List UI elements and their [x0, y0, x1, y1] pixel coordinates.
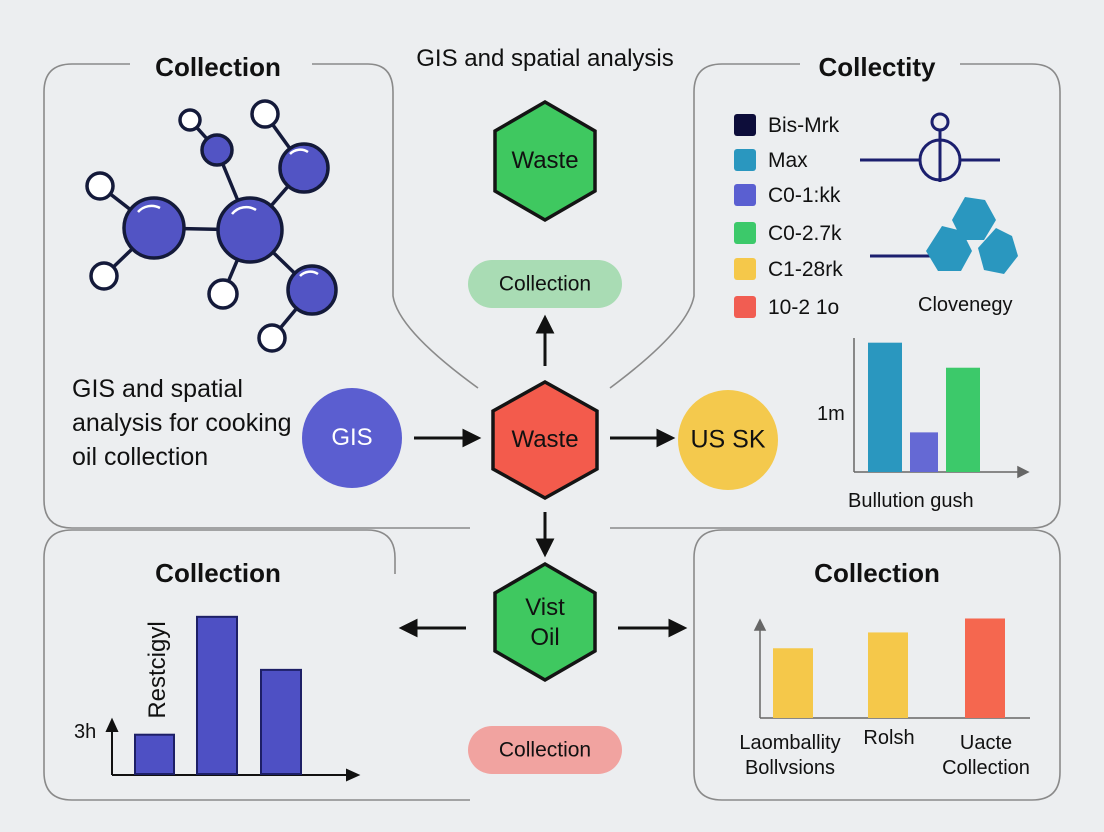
arrow-gis-to-waste-head [462, 428, 482, 448]
hexagon-waste-top [493, 99, 597, 223]
panel-title-bottom-left: Collection [145, 560, 291, 586]
cluster-icon [870, 197, 1018, 274]
arrow-waste-to-us-sk-head [656, 428, 676, 448]
chart3-x-tick: Laomballity Bollvsions [739, 732, 841, 779]
chart3-x-tick: Uacte Collection [942, 732, 1030, 779]
target-icon [860, 112, 1000, 182]
chart1-bar [868, 342, 902, 472]
panel-title-top-left: Collection [145, 54, 291, 80]
arrow-left-head [398, 618, 418, 638]
us-sk-node [678, 390, 778, 490]
panel-title-top-right: Collectity [808, 54, 946, 80]
hexagon-waste-center [491, 379, 599, 501]
legend-label: C1-28rk [768, 258, 843, 281]
chart1-bar [946, 367, 980, 472]
chart3-bars [773, 618, 1005, 718]
panel-title-bottom-right: Collection [804, 560, 950, 586]
pill-collection-top-label: Collection [498, 272, 592, 296]
pill-collection-bottom [468, 726, 622, 774]
pill-collection-top [468, 260, 622, 308]
hexagon-waste-center-label: Waste [511, 426, 579, 453]
chart2-ylabel: Restcigyl [144, 621, 171, 719]
chart2-bar [260, 668, 302, 776]
gis-node [302, 388, 402, 488]
legend-swatch [734, 184, 756, 206]
arrow-down-head [535, 538, 555, 558]
chart1-xlabel: Bullution gush [848, 490, 974, 512]
chart1-bars [868, 342, 980, 472]
chart3-bar [965, 618, 1005, 718]
legend-swatch [734, 296, 756, 318]
legend-label: Max [768, 149, 808, 172]
hexagon-vist-oil [493, 561, 597, 683]
legend-label: C0-1:kk [768, 184, 841, 207]
hexagon-waste-top-label: Waste [511, 147, 579, 174]
panel-top-left-edge [312, 63, 479, 389]
molecule-icon [85, 99, 338, 353]
panel-description: GIS and spatial analysis for cooking oil… [72, 375, 292, 471]
panel-bottom-left [43, 529, 470, 801]
legend-label: 10-2 1o [768, 296, 840, 319]
chart1-ylabel: 1m [817, 403, 845, 425]
chart3-bar [773, 648, 813, 718]
chart2-bar [196, 615, 238, 776]
cluster-icon-label: Clovenegy [918, 294, 1013, 316]
legend-swatch [734, 149, 756, 171]
panel-title-top-center: GIS and spatial analysis [416, 45, 674, 72]
flow-arrows [398, 314, 688, 638]
panel-top-right-edge [610, 63, 1061, 529]
panel-top-left [43, 63, 470, 529]
arrow-up-head [535, 314, 555, 334]
hexagon-vist-label: Vist [525, 594, 565, 621]
chart1-bar [910, 432, 938, 472]
legend-label: Bis-Mrk [768, 114, 840, 137]
legend-swatch [734, 222, 756, 244]
chart3-bar [868, 632, 908, 718]
chart2-bars [134, 615, 302, 776]
legend-swatch [734, 258, 756, 280]
legend-label: C0-2.7k [768, 222, 842, 245]
legend-swatch [734, 114, 756, 136]
gis-node-label: GIS [331, 424, 373, 451]
panel-bottom-right [693, 529, 1061, 801]
panel-top-right [609, 63, 800, 389]
chart2-bar [134, 733, 175, 775]
us-sk-node-label: US SK [690, 425, 766, 454]
pill-collection-bottom-label: Collection [498, 738, 592, 762]
arrow-right-head [668, 618, 688, 638]
hexagon-oil-label: Oil [530, 624, 560, 651]
chart2-y-tick: 3h [74, 721, 97, 743]
chart3-x-tick: Rolsh [863, 727, 915, 749]
